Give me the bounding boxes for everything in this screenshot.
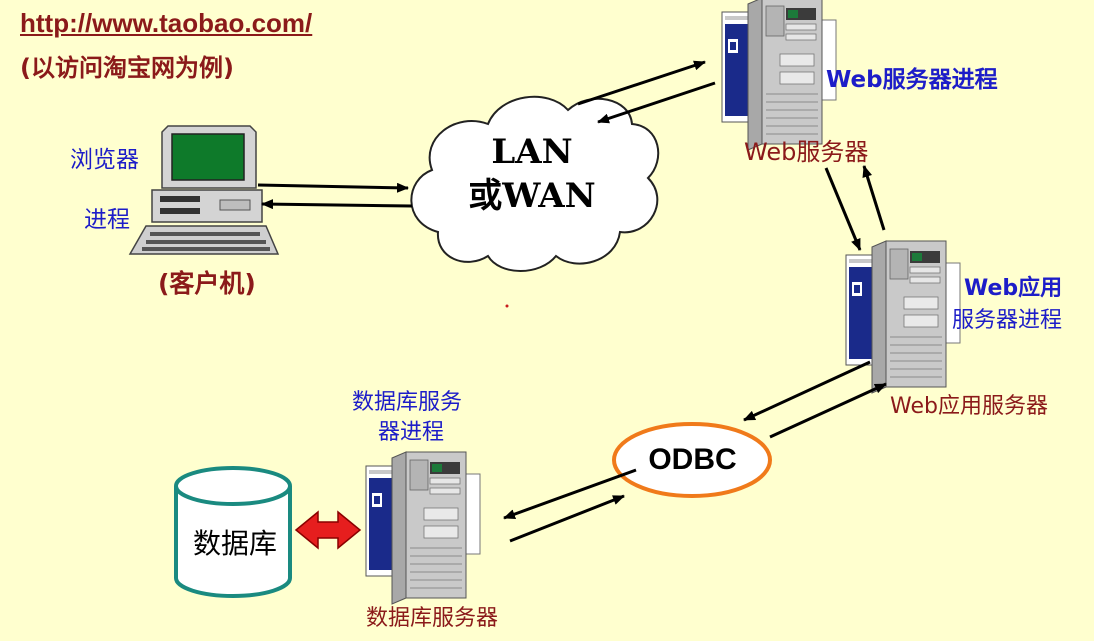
arrow-odbc-to-app	[769, 382, 887, 439]
network-label: LAN 或WAN	[462, 130, 602, 218]
client-computer-icon	[128, 125, 280, 255]
url-link[interactable]: http://www.taobao.com/	[20, 8, 313, 38]
app-server-process-label-line2: 服务器进程	[952, 308, 1063, 333]
arrow-web-to-cloud	[597, 81, 716, 124]
arrow-db-to-odbc	[509, 494, 625, 543]
odbc-ellipse	[612, 422, 772, 498]
arrow-client-to-cloud	[257, 182, 409, 193]
arrow-cloud-to-client	[261, 199, 413, 210]
web-server-icon	[721, 0, 837, 151]
arrow-web-to-app	[824, 167, 862, 251]
client-process-label-line1: 浏览器	[70, 147, 139, 173]
app-server-icon	[845, 240, 961, 394]
db-server-icon	[365, 451, 481, 605]
db-server-caption: 数据库服务器	[366, 606, 499, 631]
network-cloud	[410, 95, 660, 272]
web-server-process-label: Web服务器进程	[826, 67, 998, 93]
db-sync-arrow	[294, 510, 362, 550]
client-process-label-line2: 进程	[84, 207, 130, 233]
db-server-process-label-line2: 器进程	[378, 420, 445, 445]
network-label-line2: 或WAN	[468, 176, 596, 216]
arrow-odbc-to-db	[503, 468, 637, 520]
arrow-cloud-to-web	[577, 60, 706, 106]
database-cylinder-icon	[174, 466, 292, 598]
arrow-app-to-odbc	[743, 360, 871, 422]
client-caption: (客户机)	[158, 269, 256, 298]
app-server-process-label-line1: Web应用	[964, 276, 1063, 301]
arrow-app-to-web	[862, 165, 886, 231]
db-server-process-label-line1: 数据库服务	[352, 390, 463, 415]
database-label: 数据库	[192, 527, 277, 560]
odbc-label: ODBC	[648, 443, 737, 476]
example-note: (以访问淘宝网为例)	[20, 54, 234, 82]
app-server-caption: Web应用服务器	[890, 394, 1048, 419]
network-label-line1: LAN	[491, 132, 573, 172]
web-server-caption: Web服务器	[744, 138, 869, 166]
